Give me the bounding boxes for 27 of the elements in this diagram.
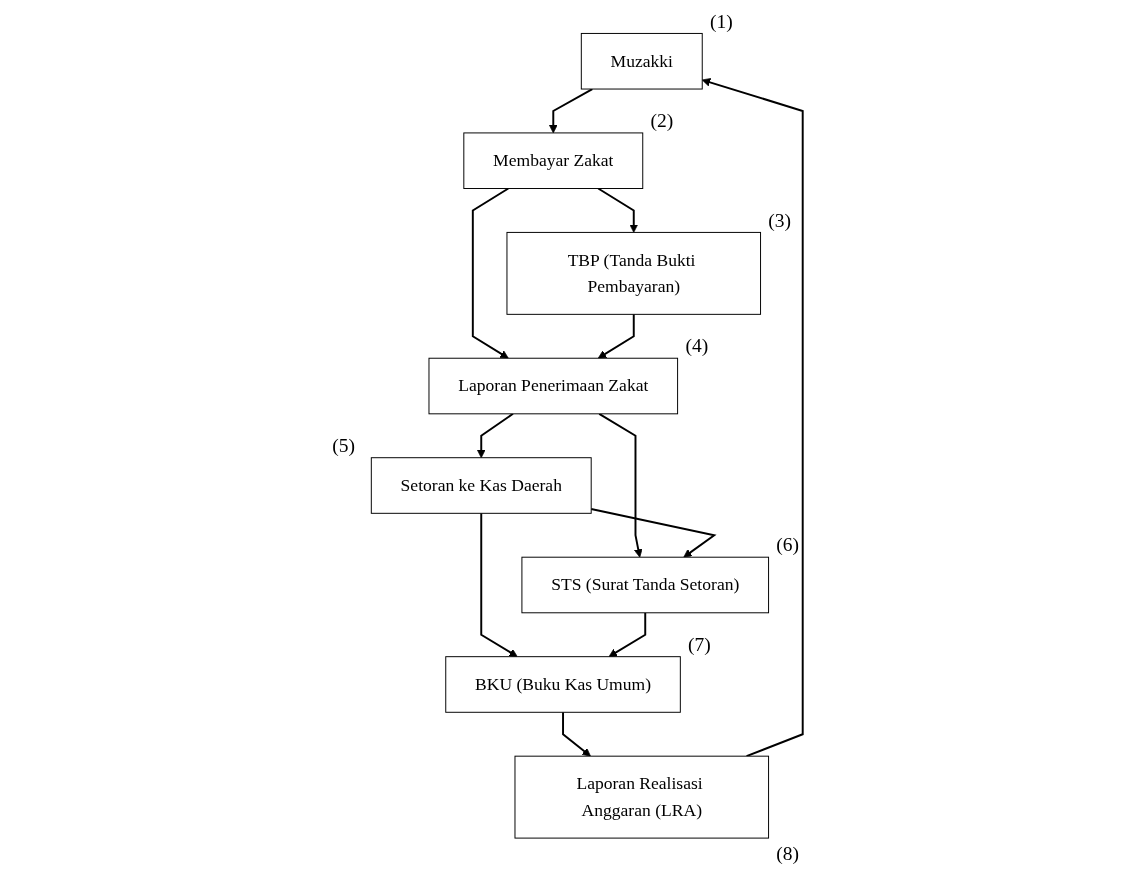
step-number: (5): [332, 434, 356, 456]
arrow: [597, 313, 635, 359]
step-number: (6): [776, 534, 800, 556]
node-box: Laporan Realisasi Anggaran (LRA): [514, 755, 770, 839]
arrow: [597, 187, 639, 233]
step-number: (8): [776, 842, 800, 864]
node-box: TBP (Tanda Bukti Pembayaran): [506, 231, 762, 315]
step-number: (4): [685, 335, 709, 357]
arrow: [562, 711, 591, 757]
arrow: [476, 412, 514, 459]
node-box: Muzakki: [580, 32, 703, 90]
step-number: (1): [710, 10, 733, 32]
node-box: Membayar Zakat: [463, 132, 644, 189]
node-box: Laporan Penerimaan Zakat: [428, 357, 679, 415]
arrow: [701, 78, 804, 758]
step-number: (7): [688, 633, 711, 655]
arrow: [480, 512, 518, 658]
node-box: BKU (Buku Kas Umum): [445, 656, 681, 713]
arrow: [590, 508, 717, 558]
arrow: [549, 88, 594, 134]
step-number: (3): [768, 209, 792, 231]
arrow: [598, 412, 643, 558]
step-number: (2): [650, 110, 674, 132]
arrow: [608, 611, 647, 658]
arrow: [471, 187, 510, 359]
node-box: STS (Surat Tanda Setoran): [521, 556, 770, 614]
node-box: Setoran ke Kas Daerah: [370, 457, 592, 514]
